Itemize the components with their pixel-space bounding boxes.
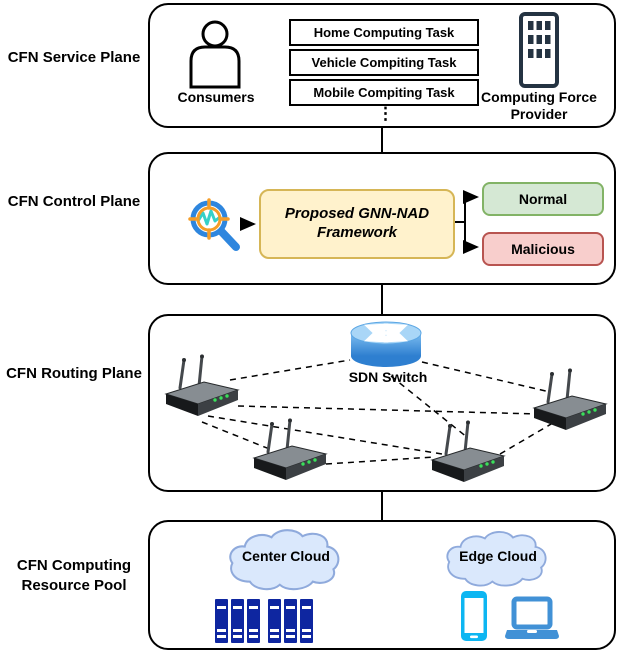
edge-cloud-icon [446,531,547,587]
link-router1-switch [229,359,351,381]
center-cloud-label: Center Cloud [242,548,330,564]
task-box-mobile: Mobile Compiting Task [289,79,479,106]
routing-plane-box: SDN Switch [148,314,616,492]
provider-label: Computing Force Provider [481,89,597,122]
link-router1-router2 [201,421,273,451]
router-icon-right [532,367,608,432]
connector-service-control [381,126,383,152]
routing-plane-label: CFN Routing Plane [6,365,142,382]
phone-icon [461,591,487,641]
server-rack-group [215,599,313,643]
task-box-home: Home Computing Task [289,19,479,46]
control-plane-box: Proposed GNN-NAD Framework Normal Malici… [148,152,616,285]
server-rack-icon [268,599,281,643]
malicious-output-box: Malicious [482,232,604,266]
sdn-switch-label: SDN Switch [348,369,428,385]
link-router3-router4 [499,419,559,455]
building-icon [519,12,559,88]
computing-plane-label: CFN Computing Resource Pool [16,557,132,595]
anomaly-detection-magnifier-icon [188,198,240,251]
server-rack-icon [215,599,228,643]
server-rack-icon [247,599,260,643]
control-plane-label: CFN Control Plane [7,193,141,210]
connector-routing-computing [381,488,383,520]
person-icon [189,20,241,89]
server-rack-icon [231,599,244,643]
server-rack-icon [300,599,313,643]
connector-control-routing [381,281,383,314]
link-router2-router3 [325,456,435,465]
tasks-ellipsis: ⋮ [377,104,394,123]
consumers-label: Consumers [177,89,255,105]
routing-topology [164,321,608,484]
normal-output-box: Normal [482,182,604,216]
edge-cloud-label: Edge Cloud [459,548,537,564]
center-cloud-icon [229,529,340,591]
server-rack-icon [284,599,297,643]
task-box-vehicle: Vehicle Compiting Task [289,49,479,76]
mesh-links [201,359,559,465]
sdn-switch-icon [350,321,422,367]
gnn-nad-framework-box: Proposed GNN-NAD Framework [259,189,455,259]
service-plane-label: CFN Service Plane [7,49,141,66]
computing-plane-box: Center Cloud Edge Cloud [148,520,616,650]
link-router1-router3 [207,415,443,455]
router-icon-bottom-left [252,417,328,482]
service-plane-box: Consumers Home Computing Task Vehicle Co… [148,3,616,128]
link-switch-router3 [390,375,469,439]
link-router1-router4 [237,405,539,415]
router-icon-left [164,353,240,418]
laptop-icon [505,596,559,639]
router-icon-bottom-right [430,419,506,484]
